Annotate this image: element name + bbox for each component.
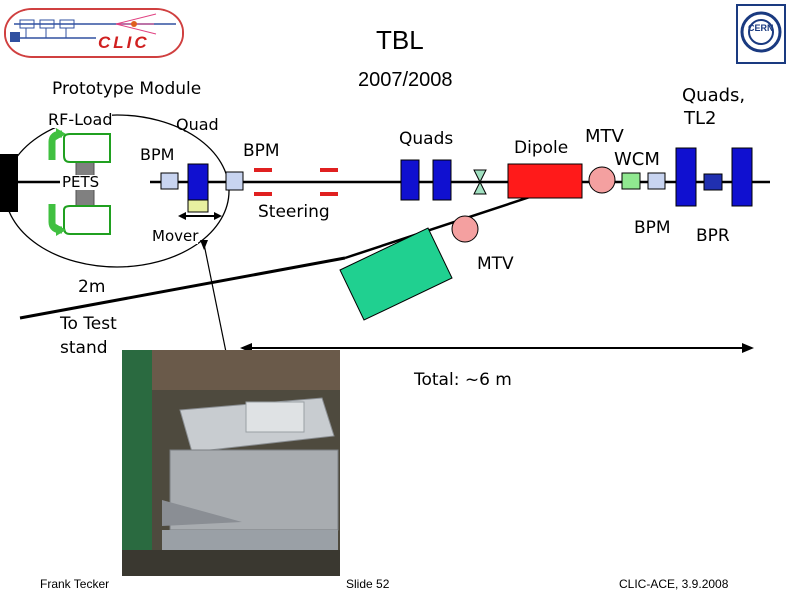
label-prototype-module: Prototype Module [52,79,202,99]
clic-logo-graphic [6,10,182,56]
wcm-box [621,172,641,190]
label-2m: 2m [78,277,106,297]
mtv-screen-2 [451,215,479,243]
rf-arrow-top [56,128,66,140]
tl2-quad-1 [675,147,697,207]
slide-subtitle: 2007/2008 [358,69,453,91]
cern-logo-text: CERN [748,23,774,33]
label-rf-load: RF-Load [48,110,113,129]
prototype-module-outline [4,114,230,268]
bpm-box-3 [647,172,666,190]
label-mover: Mover [152,227,199,245]
clic-logo [4,8,184,58]
label-bpm-2: BPM [243,141,280,161]
label-bpm-3: BPM [634,218,671,238]
quad-module [187,163,209,201]
footer-slide-number: Slide 52 [346,577,390,591]
label-pets: PETS [62,173,100,191]
bpr-box [703,173,723,191]
cern-logo-graphic [740,11,782,53]
footer-event: CLIC-ACE, 3.9.2008 [619,577,729,591]
label-wcm: WCM [614,149,660,170]
label-dipole: Dipole [514,138,569,158]
dipole-magnet [507,163,583,199]
mtv-screen-1 [588,166,616,194]
label-bpm-1: BPM [140,145,175,164]
photo-pointer [203,243,227,353]
test-stand-photo [122,350,340,576]
spectrometer-dump [339,227,453,321]
mover-block [187,199,209,213]
dump-line [344,190,546,260]
rf-arrow-bottom [56,224,66,236]
steering-magnets [254,168,338,196]
photo-graphic [122,350,340,576]
slide-title: TBL [376,25,424,55]
tl2-quad-2 [731,147,753,207]
footer-author: Frank Tecker [40,577,110,591]
label-mtv-1: MTV [585,126,624,147]
label-quads-tl2-2: TL2 [684,108,717,129]
valve-icon [473,169,487,195]
label-total: Total: ~6 m [414,370,512,390]
label-quads: Quads [399,129,454,149]
label-bpr: BPR [696,226,730,246]
test-stand-line [19,256,346,320]
label-quads-tl2-1: Quads, [682,85,746,106]
label-mtv-2: MTV [477,254,514,274]
label-to-test-1: To Test [60,314,117,334]
label-to-test-2: stand [60,338,108,358]
gun-block [0,154,18,212]
rf-load-top [63,133,111,163]
quad-1 [400,159,420,201]
bpm-box-1 [160,172,179,190]
quad-2 [432,159,452,201]
cern-logo [736,4,786,64]
label-steering: Steering [258,202,330,222]
rf-load-bottom [63,205,111,235]
clic-logo-text: CLIC [98,33,150,52]
photo-pointer-head [200,240,208,250]
bpm-box-2 [225,171,244,191]
label-quad: Quad [176,115,219,134]
